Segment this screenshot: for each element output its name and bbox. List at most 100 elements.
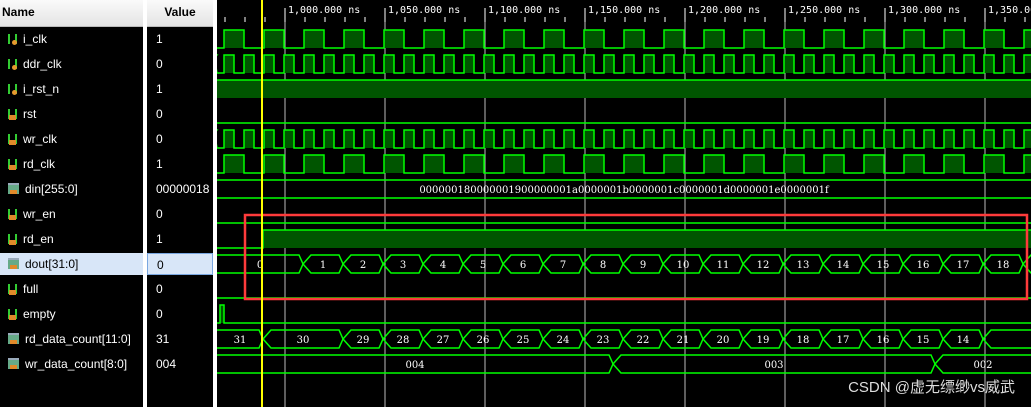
wave-wr_data_count-8-0-label: 003 (764, 360, 783, 371)
wave-i_clk-high (504, 30, 524, 48)
wave-ddr_clk-high (364, 55, 374, 73)
wave-wr_clk-high (804, 130, 814, 148)
signal-row-rd_clk[interactable]: rd_clk (0, 153, 143, 175)
signal-value: 31 (156, 332, 170, 346)
name-column-header[interactable]: Name (0, 0, 143, 27)
wave-ddr_clk-high (804, 55, 814, 73)
wave-ddr_clk (217, 54, 1031, 74)
signal-row-full[interactable]: full (0, 278, 143, 300)
signal-value: 1 (156, 32, 163, 46)
wave-i_clk-high (264, 30, 284, 48)
wave-i_clk-high (944, 30, 964, 48)
wave-ddr_clk-high (1004, 55, 1014, 73)
wave-ddr_clk-high (404, 55, 414, 73)
wave-i_clk-high (624, 30, 644, 48)
wave-i_clk-high (224, 30, 244, 48)
signal-icon (8, 234, 17, 245)
wave-ddr_clk-high (544, 55, 554, 73)
wave-i_clk-high (1024, 30, 1031, 48)
wave-ddr_clk-high (344, 55, 354, 73)
wave-rd_data_count-11-0-label: 17 (837, 335, 850, 346)
signal-row-ddr_clk[interactable]: ddr_clk (0, 53, 143, 75)
wave-wr_data_count-8-0-label: 004 (405, 360, 424, 371)
wave-dout-31-0-label: 4 (440, 260, 446, 271)
signal-row-rd_en[interactable]: rd_en (0, 228, 143, 250)
wave-rd_data_count-11-0-label: 26 (477, 335, 490, 346)
value-column-header[interactable]: Value (147, 0, 213, 27)
wave-rd_data_count-11-0-label: 21 (677, 335, 690, 346)
wave-wr_clk-high (284, 130, 294, 148)
signal-value: 0 (156, 307, 163, 321)
wave-rd_clk-high (744, 155, 764, 173)
signal-name: dout[31:0] (25, 257, 79, 271)
wave-ddr_clk-high (704, 55, 714, 73)
signal-row-wr_en[interactable]: wr_en (0, 203, 143, 225)
signal-icon (8, 134, 17, 145)
wave-i_clk-high (864, 30, 884, 48)
wave-ddr_clk-high (684, 55, 694, 73)
wave-rd_clk-high (384, 155, 404, 173)
time-label: 1,150.000 ns (588, 5, 660, 16)
wave-wr_clk-high (604, 130, 614, 148)
wave-i_clk-high (904, 30, 924, 48)
signal-name: rd_en (23, 232, 54, 246)
wave-wr_clk-high (664, 130, 674, 148)
wave-wr_clk-high (1024, 130, 1031, 148)
wave-dout-31-0-label: 3 (400, 260, 406, 271)
signal-row-din-255-0[interactable]: din[255:0] (0, 178, 143, 200)
signal-icon (8, 109, 17, 120)
signal-value: 004 (156, 357, 177, 371)
wave-i_clk-high (664, 30, 684, 48)
signal-row-dout-31-0[interactable]: dout[31:0] (0, 253, 143, 275)
signal-icon (8, 34, 17, 45)
wave-dout-31-0-label: 11 (717, 260, 730, 271)
wave-rd_data_count-11-0-label: 14 (957, 335, 970, 346)
wave-ddr_clk-high (424, 55, 434, 73)
signal-row-wr_data_count-8-0[interactable]: wr_data_count[8:0] (0, 353, 143, 375)
signal-value: 1 (156, 157, 163, 171)
signal-row-i_rst_n[interactable]: i_rst_n (0, 78, 143, 100)
wave-rd_clk-high (1024, 155, 1031, 173)
wave-i_clk-high (784, 30, 804, 48)
wave-wr_clk-high (684, 130, 694, 148)
signal-icon (8, 284, 17, 295)
signal-value: 1 (156, 82, 163, 96)
wave-i_clk-high (384, 30, 404, 48)
wave-wr_clk-high (524, 130, 534, 148)
signal-name: empty (23, 307, 56, 321)
wave-ddr_clk-high (524, 55, 534, 73)
wave-ddr_clk-high (444, 55, 454, 73)
wave-ddr_clk-high (984, 55, 994, 73)
wave-i_clk-high (344, 30, 364, 48)
wave-i_clk-high (984, 30, 1004, 48)
wave-rd_en-high (263, 230, 1031, 248)
wave-dout-31-0-label: 6 (520, 260, 526, 271)
signal-row-rd_data_count-11-0[interactable]: rd_data_count[11:0] (0, 328, 143, 350)
wave-i_clk (217, 29, 1031, 49)
signal-row-i_clk[interactable]: i_clk (0, 28, 143, 50)
wave-wr_clk-high (304, 130, 314, 148)
signal-row-wr_clk[interactable]: wr_clk (0, 128, 143, 150)
wave-ddr_clk-high (824, 55, 834, 73)
wave-ddr_clk-high (584, 55, 594, 73)
wave-ddr_clk-high (844, 55, 854, 73)
wave-i_clk-high (544, 30, 564, 48)
wave-wr_clk-high (624, 130, 634, 148)
wave-rd_data_count-11-0-label: 27 (437, 335, 450, 346)
signal-row-rst[interactable]: rst (0, 103, 143, 125)
signal-row-empty[interactable]: empty (0, 303, 143, 325)
wave-wr_clk-high (864, 130, 874, 148)
wave-wr_clk-high (344, 130, 354, 148)
wave-dout-31-0-label: 5 (480, 260, 486, 271)
wave-rd_clk-high (304, 155, 324, 173)
wave-rd_data_count-11-0-label: 23 (597, 335, 610, 346)
wave-dout-31-0-label: 18 (997, 260, 1010, 271)
wave-wr_clk-high (364, 130, 374, 148)
signal-value: 00000018 (156, 182, 210, 196)
wave-rd_data_count-11-0-label: 30 (297, 335, 310, 346)
signal-name: rd_clk (23, 157, 56, 171)
wave-rd_data_count-11-0-label: 16 (877, 335, 890, 346)
wave-rd_clk-high (624, 155, 644, 173)
